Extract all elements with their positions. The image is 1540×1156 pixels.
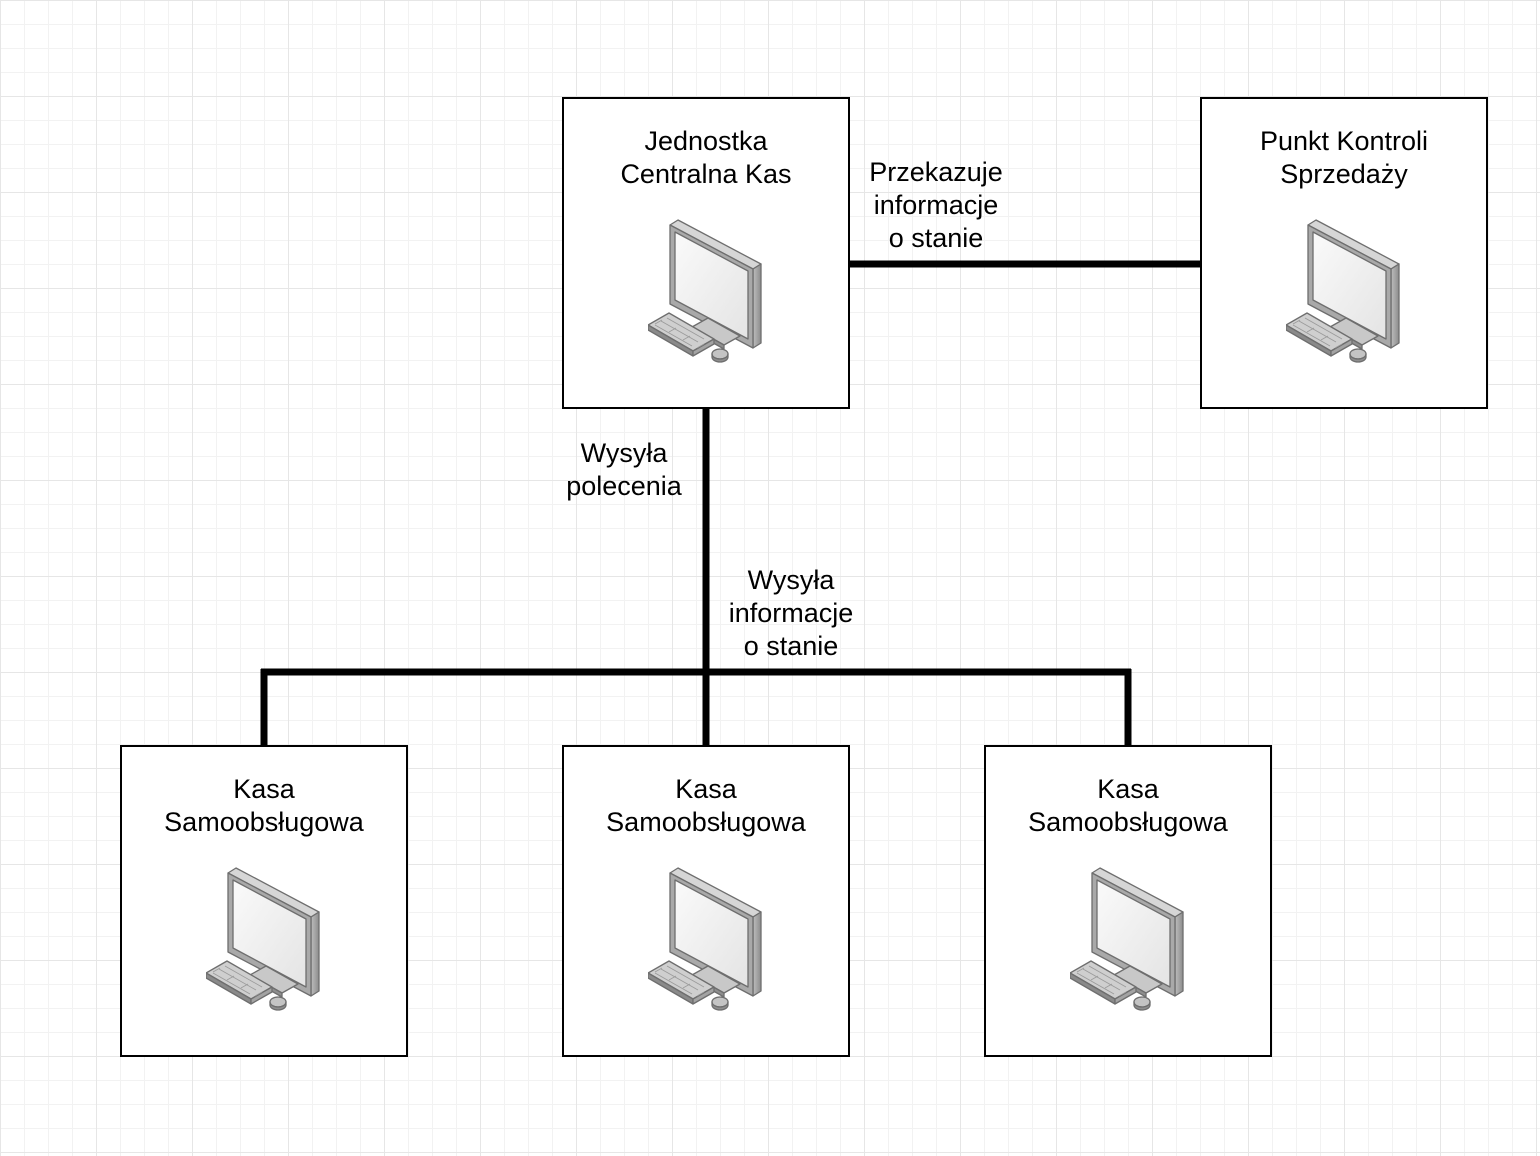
edge-label-sends-status: Wysyła informacje o stanie xyxy=(728,565,854,661)
desktop-computer-icon xyxy=(648,867,762,1011)
node-sales-control-point[interactable]: Punkt Kontroli Sprzedaży xyxy=(1200,97,1488,409)
node-central-unit-label: Jednostka Centralna Kas xyxy=(620,126,792,189)
desktop-computer-icon xyxy=(648,219,762,363)
node-sales-control-point-label: Punkt Kontroli Sprzedaży xyxy=(1259,126,1429,189)
edge-label-sends-commands: Wysyła polecenia xyxy=(566,438,682,501)
node-self-checkout-2-label: Kasa Samoobsługowa xyxy=(606,774,806,837)
node-self-checkout-1[interactable]: Kasa Samoobsługowa xyxy=(120,745,408,1057)
node-self-checkout-1-label: Kasa Samoobsługowa xyxy=(164,774,364,837)
edge-label-central-control: Przekazuje informacje o stanie xyxy=(869,157,1003,253)
desktop-computer-icon xyxy=(1286,219,1400,363)
node-self-checkout-3-label: Kasa Samoobsługowa xyxy=(1028,774,1228,837)
node-central-unit[interactable]: Jednostka Centralna Kas xyxy=(562,97,850,409)
node-self-checkout-3[interactable]: Kasa Samoobsługowa xyxy=(984,745,1272,1057)
desktop-computer-icon xyxy=(206,867,320,1011)
node-self-checkout-2[interactable]: Kasa Samoobsługowa xyxy=(562,745,850,1057)
desktop-computer-icon xyxy=(1070,867,1184,1011)
